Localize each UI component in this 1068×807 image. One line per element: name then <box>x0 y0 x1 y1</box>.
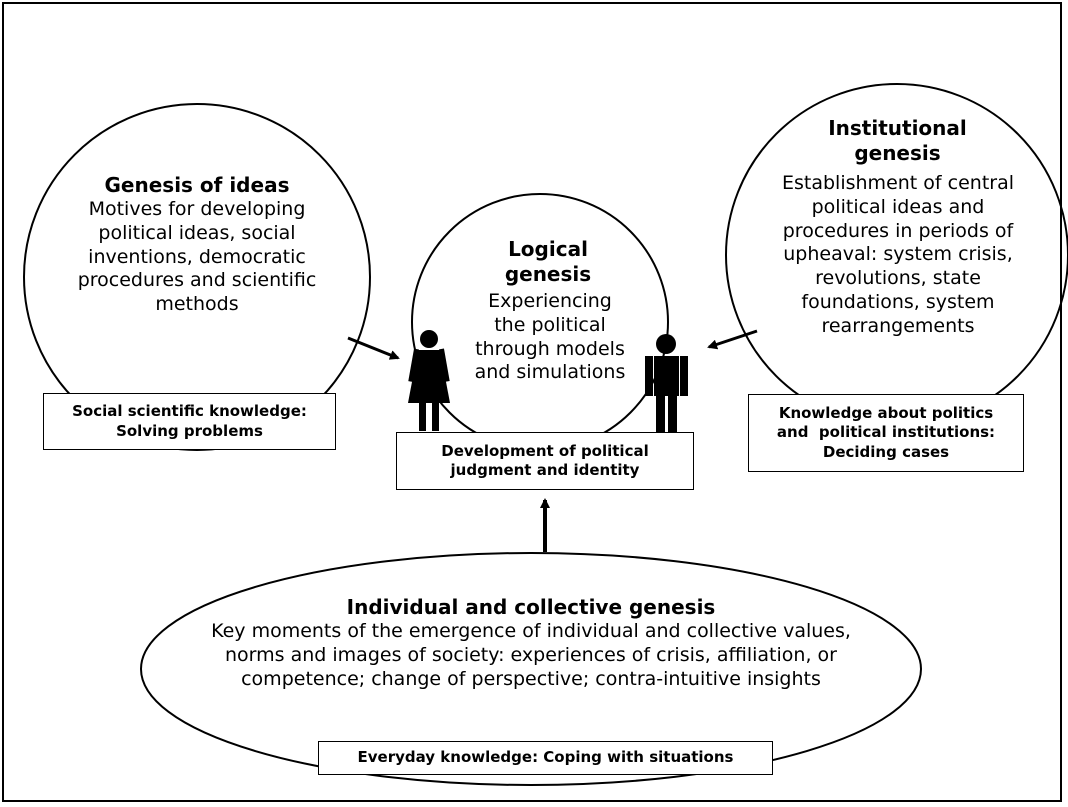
box-line: Development of political <box>441 441 649 460</box>
genesis-of-ideas-circle <box>23 103 371 451</box>
woman-figure-icon <box>408 330 450 431</box>
box-line: and political institutions: <box>776 423 996 442</box>
logical-genesis-title: Logical <box>508 237 588 261</box>
box-line: Deciding cases <box>822 442 950 461</box>
logical-genesis-label: Logical genesis <box>478 237 618 287</box>
institutional-genesis-text: Establishment of central political ideas… <box>782 172 1014 337</box>
individual-collective-genesis-ellipse <box>140 552 922 786</box>
everyday-knowledge-box: Everyday knowledge: Coping with situatio… <box>318 741 773 775</box>
institutional-genesis-label: Institutional genesis <box>800 116 995 166</box>
genesis-of-ideas-text: Motives for developing political ideas, … <box>77 198 317 315</box>
individual-collective-genesis-title: Individual and collective genesis <box>346 595 716 619</box>
logical-genesis-text: Experiencing the political through model… <box>474 290 626 384</box>
logical-genesis-title: genesis <box>504 262 592 286</box>
genesis-of-ideas-label: Genesis of ideas Motives for developing … <box>62 173 332 317</box>
box-line: Solving problems <box>116 421 263 440</box>
arrow-ideas-to-logical <box>347 336 400 360</box>
box-line: judgment and identity <box>450 461 640 479</box>
individual-collective-genesis-text: Key moments of the emergence of individu… <box>211 620 851 690</box>
genesis-of-ideas-title: Genesis of ideas <box>104 173 290 197</box>
institutional-genesis-title: Institutional <box>828 116 967 140</box>
box-line: Knowledge about politics <box>778 403 994 422</box>
box-line: Social scientific knowledge: <box>72 402 307 420</box>
individual-collective-genesis-label: Individual and collective genesis Key mo… <box>180 595 882 691</box>
social-scientific-knowledge-box: Social scientific knowledge: Solving pro… <box>43 393 336 450</box>
political-judgment-box: Development of political judgment and id… <box>396 432 694 490</box>
politics-knowledge-box: Knowledge about politics and political i… <box>748 394 1024 472</box>
institutional-genesis-title: genesis <box>854 141 941 165</box>
man-figure-icon <box>645 334 688 435</box>
arrow-institutional-to-logical <box>707 329 758 350</box>
